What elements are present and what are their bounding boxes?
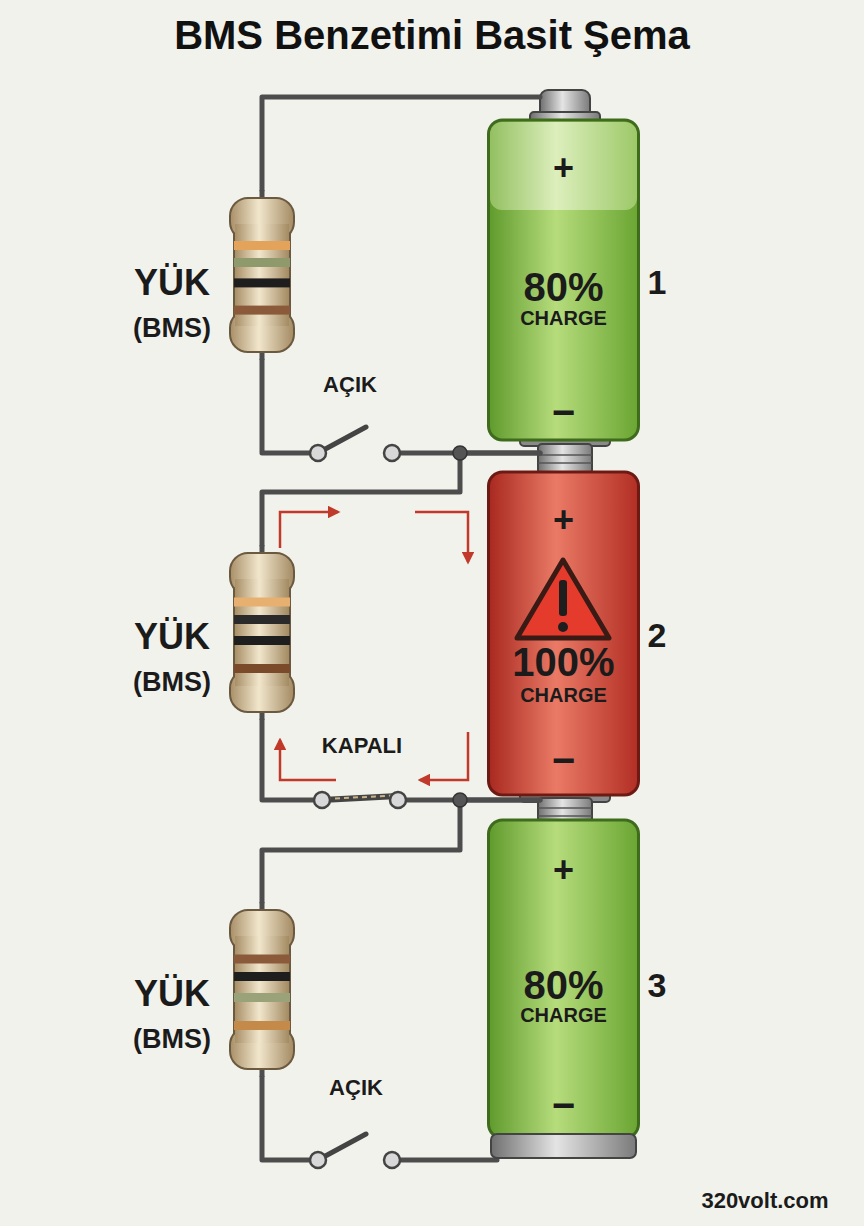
drawing-part: [538, 807, 592, 809]
load-label: YÜK: [134, 265, 210, 301]
drawing-part: [280, 512, 338, 548]
callout-number: 2: [648, 618, 667, 652]
color-band: [234, 636, 290, 645]
drawing-part: [538, 462, 592, 464]
color-band: [234, 241, 290, 250]
callout-number: 1: [648, 265, 667, 299]
charge-word: CHARGE: [520, 308, 607, 328]
battery-cell: +80%CHARGE −: [487, 90, 640, 440]
polarity-sign: +: [553, 852, 574, 888]
drawing-part: [234, 932, 290, 1047]
drawing-part: [538, 815, 592, 817]
color-band: [234, 664, 290, 673]
drawing-part: [558, 622, 568, 632]
resistor-body: [230, 198, 294, 352]
polarity-sign: +: [553, 502, 574, 538]
polarity-sign: −: [552, 392, 575, 432]
charge-percent: 100%: [512, 642, 614, 682]
battery-body: [487, 90, 640, 440]
polarity-sign: −: [552, 740, 575, 780]
load-label: YÜK: [134, 619, 210, 655]
switch-open: [310, 1134, 400, 1168]
drawing-part: [420, 732, 468, 780]
drawing-part: [235, 579, 289, 686]
color-band: [234, 278, 290, 287]
battery-casing: [489, 120, 639, 440]
wire: [262, 1077, 497, 1160]
drawing-part: [326, 796, 394, 800]
color-band: [234, 598, 290, 607]
polarity-sign: −: [552, 1085, 575, 1125]
current-arrow: [280, 512, 468, 780]
watermark: 320volt.com: [701, 1190, 828, 1212]
callout-number: 3: [648, 968, 667, 1002]
battery-highlight: [490, 122, 637, 210]
color-band: [234, 955, 290, 964]
switch-open: [310, 427, 400, 461]
battery-cell: +80%CHARGE −: [487, 820, 640, 1160]
charge-word: CHARGE: [520, 1005, 607, 1025]
battery-casing: [489, 472, 639, 795]
drawing-part: [314, 792, 330, 808]
resistor-body: [230, 553, 294, 712]
load-label: YÜK: [134, 976, 210, 1012]
color-band: [234, 993, 290, 1002]
resistor-load: YÜK (BMS): [110, 545, 296, 720]
color-band: [234, 258, 290, 267]
charge-percent: 80%: [523, 965, 603, 1005]
drawing-part: [322, 796, 398, 800]
drawing-part: [384, 1152, 400, 1168]
switch-label: AÇIK: [329, 1077, 383, 1099]
charge-word: CHARGE: [520, 685, 607, 705]
drawing-part: [234, 575, 290, 690]
drawing-part: [310, 445, 326, 461]
drawing-part: [453, 446, 467, 460]
drawing-part: [235, 936, 289, 1043]
drawing-part: [310, 1152, 326, 1168]
drawing-part: [235, 224, 289, 326]
drawing-part: [538, 444, 592, 474]
drawing-part: [559, 580, 567, 616]
drawing-part: [234, 220, 290, 330]
resistor-load: YÜK (BMS): [110, 190, 296, 360]
load-sublabel: (BMS): [133, 1026, 211, 1053]
drawing-part: [538, 454, 592, 456]
resistor-load: YÜK (BMS): [110, 902, 296, 1077]
load-sublabel: (BMS): [133, 315, 211, 342]
color-band: [234, 615, 290, 624]
switch-label: AÇIK: [323, 374, 377, 396]
battery-base: [491, 1134, 636, 1158]
battery-casing: [489, 820, 639, 1138]
color-band: [234, 1021, 290, 1030]
drawing-part: [384, 445, 400, 461]
drawing-part: [390, 792, 406, 808]
switch-closed: [314, 792, 406, 808]
switch-label: KAPALI: [322, 735, 402, 757]
drawing-part: [325, 1153, 385, 1167]
battery-cell: +100% CHARGE −: [487, 470, 640, 795]
diagram-title: BMS Benzetimi Basit Şema: [174, 15, 690, 55]
charge-percent: 80%: [523, 267, 603, 307]
drawing-part: [415, 512, 468, 562]
drawing-part: [517, 560, 609, 638]
junction-dot: [453, 446, 467, 807]
drawing-part: [325, 446, 385, 460]
drawing-part: [453, 793, 467, 807]
color-band: [234, 972, 290, 981]
polarity-sign: +: [553, 150, 574, 186]
color-band: [234, 306, 290, 315]
resistor-body: [230, 910, 294, 1069]
warning-sign: [517, 560, 609, 638]
load-sublabel: (BMS): [133, 669, 211, 696]
